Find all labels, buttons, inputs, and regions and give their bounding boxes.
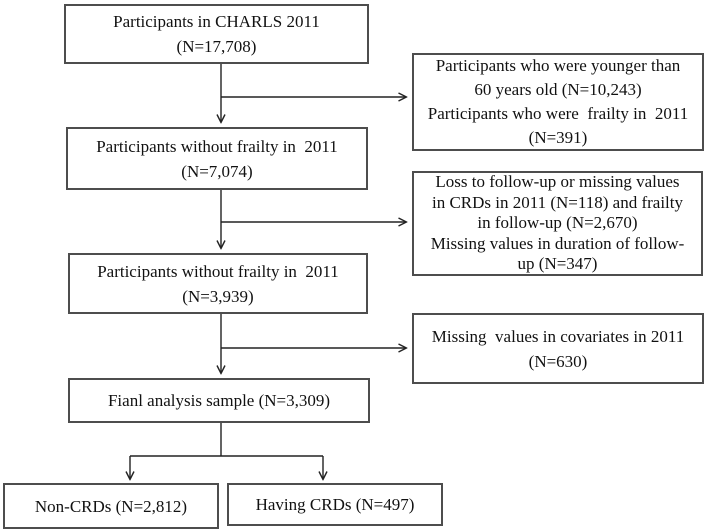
flow-box-text-line: 60 years old (N=10,243) <box>474 80 642 99</box>
flow-box-text-line: in CRDs in 2011 (N=118) and frailty <box>431 192 684 212</box>
flow-box-without-frailty-3939: Participants without frailty in 2011 (N=… <box>68 253 368 314</box>
flow-box-text-line: up (N=347) <box>517 254 598 274</box>
flow-box-final-analysis-sample: Fianl analysis sample (N=3,309) <box>68 378 370 423</box>
flow-box-text-line: in follow-up (N=2,670) <box>477 213 638 233</box>
flow-box-text-line: Participants in CHARLS 2011 <box>113 12 320 31</box>
flow-box-text-line: Loss to follow-up or missing values <box>435 172 680 192</box>
flow-box-text-line: (N=3,939) <box>182 286 254 306</box>
flow-box-without-frailty-7074: Participants without frailty in 2011 (N=… <box>66 127 368 190</box>
flow-box-text-line: Missing values in duration of follow- <box>430 233 685 253</box>
flow-box-text-line: Having CRDs (N=497) <box>255 495 415 514</box>
flow-box-text-line: (N=630) <box>528 351 588 371</box>
flow-box-text-line: Fianl analysis sample (N=3,309) <box>107 391 331 410</box>
flow-box-text-line: (N=391) <box>528 128 588 147</box>
flow-box-excluded-covariates: Missing values in covariates in 2011 (N=… <box>412 313 704 384</box>
flow-box-text-line: (N=7,074) <box>181 161 253 181</box>
flow-box-having-crds: Having CRDs (N=497) <box>227 483 443 526</box>
flow-box-text-line: (N=17,708) <box>176 37 257 56</box>
flow-box-non-crds: Non-CRDs (N=2,812) <box>3 483 219 529</box>
flow-box-text-line: Non-CRDs (N=2,812) <box>34 496 188 516</box>
flow-box-text-line: Participants who were frailty in 2011 <box>427 104 689 123</box>
flow-box-text-line: Participants who were younger than <box>435 56 681 75</box>
flow-box-text-line: Participants without frailty in 2011 <box>96 136 338 156</box>
flow-box-text-line: Participants without frailty in 2011 <box>97 261 339 281</box>
flow-box-excluded-age-frailty: Participants who were younger than 60 ye… <box>412 53 704 151</box>
flow-box-excluded-followup: Loss to follow-up or missing values in C… <box>412 171 703 276</box>
flow-box-text-line: Missing values in covariates in 2011 <box>431 326 685 346</box>
flow-box-charls-2011: Participants in CHARLS 2011 (N=17,708) <box>64 4 369 64</box>
